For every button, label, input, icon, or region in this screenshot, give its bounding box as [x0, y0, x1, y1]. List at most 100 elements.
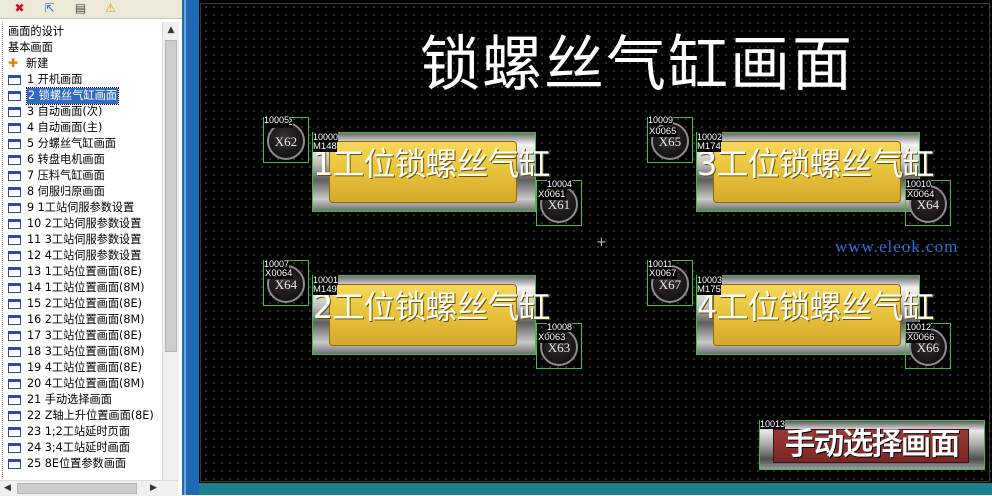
screen-window-icon: [8, 203, 21, 213]
lamp-left-2[interactable]: X64 X0064 10007: [263, 259, 309, 306]
lamp-label: X64: [274, 277, 298, 292]
crosshair-cursor-icon: +: [596, 235, 607, 250]
lamp-id: 10011: [648, 259, 673, 269]
lamp-right-2[interactable]: X63 X0063 10008: [536, 322, 582, 369]
screen-window-icon: [8, 107, 21, 117]
button-label: 1工位锁螺丝气缸: [313, 145, 550, 183]
tree-item-label: 20 4工站位置画面(8M): [27, 377, 145, 390]
cylinder-button-2[interactable]: 2工位锁螺丝气缸 10001 M149: [312, 275, 550, 355]
screen-window-icon: [8, 315, 21, 325]
lamp-address: X0061: [537, 189, 567, 200]
splitter-edge: [184, 0, 186, 495]
lamp-label: X61: [547, 197, 571, 212]
screen-window-icon: [8, 379, 21, 389]
tree-item-label: 2 锁螺丝气缸画面: [26, 87, 119, 105]
lamp-label: X62: [274, 134, 298, 149]
button-id: 10002: [697, 132, 723, 142]
lamp-label: X65: [658, 134, 682, 149]
cylinder-button-4[interactable]: 4工位锁螺丝气缸 10003 M175: [696, 275, 934, 355]
screen-window-icon: [8, 267, 21, 277]
tree-item-label: 4 自动画面(主): [27, 121, 103, 134]
button-face: [329, 284, 517, 346]
cylinder-button-1[interactable]: 1工位锁螺丝气缸 10000 M148: [312, 132, 550, 212]
button-id: 10001: [313, 275, 339, 285]
scroll-up-icon[interactable]: ▲: [167, 25, 175, 35]
lamp-right-3[interactable]: X64 X0064 10010: [905, 179, 951, 226]
new-screen-icon: ✚: [8, 56, 19, 70]
lamp-id: 10008: [547, 322, 573, 332]
tree-item-label: 16 2工站位置画面(8M): [27, 313, 145, 326]
export-icon[interactable]: ⇱: [44, 1, 55, 15]
scroll-thumb-horizontal[interactable]: [17, 483, 137, 494]
panel-splitter[interactable]: [182, 0, 199, 495]
tree-item-label: 13 1工站位置画面(8E): [27, 265, 142, 278]
lamp-id: 10004: [547, 179, 573, 189]
screen-window-icon: [8, 347, 21, 357]
button-label: 手动选择画面: [785, 427, 960, 462]
indicator-lamp-icon: [267, 122, 305, 160]
screen-window-icon: [8, 139, 21, 149]
lamp-right-1[interactable]: X61 X0061 10004: [536, 179, 582, 226]
lamp-left-4[interactable]: X67 X0067 10011: [647, 259, 693, 306]
lamp-left-1[interactable]: X62 X0062 10005: [263, 115, 309, 163]
scroll-right-icon[interactable]: ▶: [150, 483, 157, 493]
button-id: 10000: [313, 132, 339, 142]
screen-canvas[interactable]: [199, 0, 992, 483]
tree-item-label: 10 2工站伺服参数设置: [27, 217, 142, 230]
screen-window-icon: [8, 219, 21, 229]
tree-item-label: 23 1;2工站延时页面: [27, 425, 130, 438]
screen-title: 锁螺丝气缸画面: [420, 30, 854, 100]
lamp-id: 10009: [648, 115, 674, 125]
tree-item-label: 25 8E位置参数画面: [27, 457, 127, 470]
button-label: 2工位锁螺丝气缸: [313, 288, 550, 326]
screen-window-icon: [8, 75, 21, 85]
screen-window-icon: [8, 331, 21, 341]
lamp-label: X64: [916, 197, 940, 212]
warning-icon[interactable]: ⚠: [105, 1, 116, 15]
button-memory: M174: [697, 141, 721, 152]
scroll-thumb[interactable]: [165, 40, 177, 352]
button-face: [329, 141, 517, 203]
lamp-left-3[interactable]: X65 X0065 10009: [647, 115, 693, 163]
screen-window-icon: [8, 251, 21, 261]
tree-vertical-scrollbar[interactable]: ▲: [162, 22, 179, 480]
button-label: 4工位锁螺丝气缸: [697, 288, 934, 326]
button-memory: M175: [697, 284, 721, 295]
tree-item-label: 9 1工站伺服参数设置: [27, 201, 135, 214]
document-icon[interactable]: ▤: [74, 1, 87, 15]
button-memory: M148: [313, 141, 337, 152]
screen-window-icon: [8, 395, 21, 405]
button-face: [713, 141, 901, 203]
screen-window-icon: [8, 299, 21, 309]
tree-item-label: 11 3工站伺服参数设置: [27, 233, 142, 246]
watermark-text: www.eleok.com: [835, 237, 959, 256]
delete-icon[interactable]: ✖: [14, 1, 25, 15]
manual-select-button[interactable]: 手动选择画面 10013: [759, 419, 985, 470]
button-face: [713, 284, 901, 346]
lamp-address: X0064: [906, 189, 936, 200]
tree-item-label: 19 4工站位置画面(8E): [27, 361, 142, 374]
tree-root-label: 画面的设计: [8, 25, 64, 38]
tree-item-label: 12 4工站伺服参数设置: [27, 249, 142, 262]
screen-window-icon: [8, 187, 21, 197]
lamp-id: 10012: [906, 322, 932, 332]
screen-window-icon: [8, 91, 21, 101]
tree-horizontal-scrollbar[interactable]: ◀ ▶: [0, 480, 178, 496]
lamp-address: X0066: [906, 332, 936, 343]
tree-item-label: 7 压料气缸画面: [27, 169, 105, 182]
cylinder-button-3[interactable]: 3工位锁螺丝气缸 10002 M174: [696, 132, 934, 212]
lamp-right-4[interactable]: X66 X0066 10012: [905, 322, 951, 369]
tree-item-label: 5 分螺丝气缸画面: [27, 137, 116, 150]
tree-item-label: 18 3工站位置画面(8M): [27, 345, 145, 358]
lamp-label: X63: [547, 340, 571, 355]
lamp-address: X0063: [537, 332, 567, 343]
lamp-address: X0064: [264, 268, 294, 279]
tree-item-label: 3 自动画面(次): [27, 105, 103, 118]
canvas-bottom-bar: [199, 483, 992, 495]
button-id: 10013: [760, 419, 786, 429]
lamp-address: X0065: [648, 126, 678, 137]
scroll-left-icon[interactable]: ◀: [4, 483, 11, 493]
tree-group-label: 基本画面: [8, 41, 53, 54]
